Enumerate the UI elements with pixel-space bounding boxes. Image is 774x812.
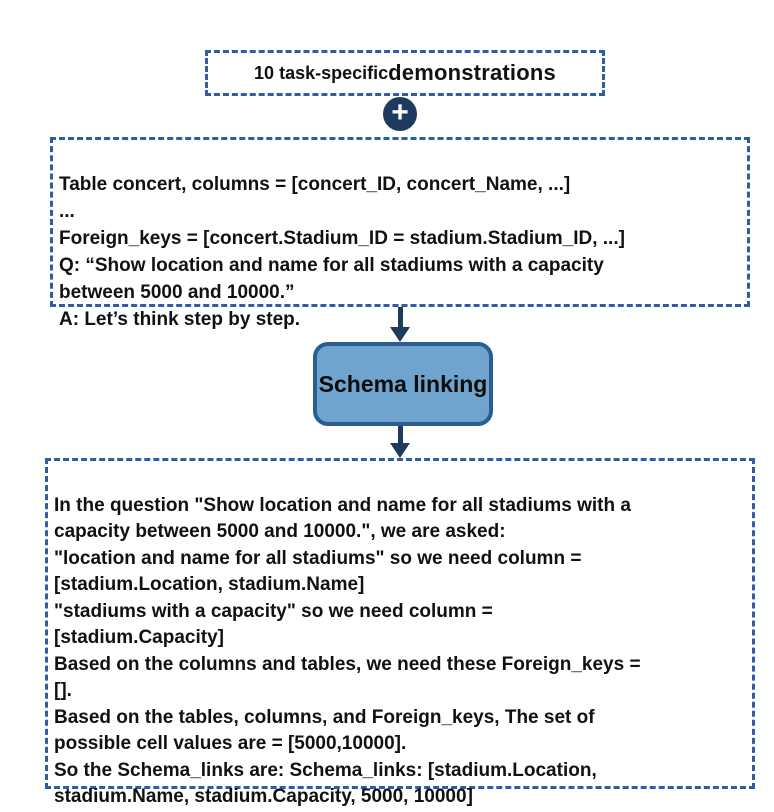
demonstrations-label-prefix: 10 task-specific bbox=[254, 62, 389, 83]
schema-links-output-text: In the question "Show location and name … bbox=[54, 494, 641, 808]
plus-icon-glyph: + bbox=[391, 95, 409, 129]
prompt-demonstration-text: Table concert, columns = [concert_ID, co… bbox=[59, 174, 625, 330]
demonstrations-box: 10 task-specific demonstrations bbox=[205, 50, 605, 96]
arrow-down-icon-2 bbox=[398, 426, 403, 445]
plus-icon: + bbox=[383, 97, 417, 131]
schema-linking-label: Schema linking bbox=[318, 370, 488, 397]
prompt-demonstration-box: Table concert, columns = [concert_ID, co… bbox=[50, 137, 750, 330]
demonstrations-label-emphasis: demonstrations bbox=[388, 60, 556, 85]
schema-links-output-box: In the question "Show location and name … bbox=[45, 458, 755, 807]
schema-linking-node: Schema linking bbox=[313, 342, 493, 426]
arrow-down-icon bbox=[398, 307, 403, 329]
arrow-down-head-icon-2 bbox=[390, 443, 410, 458]
arrow-down-head-icon bbox=[390, 327, 410, 342]
